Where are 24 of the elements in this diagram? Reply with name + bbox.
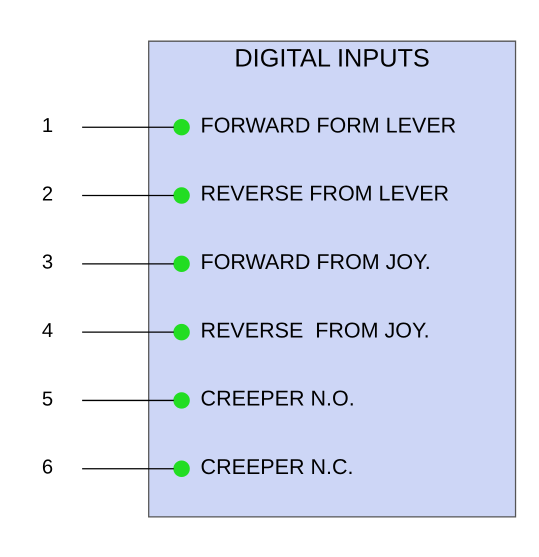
- node-text: 5: [42, 388, 54, 410]
- node-label: FORWARD FROM JOY.: [200, 250, 431, 274]
- connector: [82, 468, 174, 469]
- node-text: 3: [42, 251, 54, 274]
- node-label: REVERSE FROM LEVER: [200, 181, 450, 206]
- connector: [82, 331, 174, 332]
- node-circle: [173, 118, 190, 135]
- node-label: CREEPER N.C.: [200, 454, 354, 478]
- node-circle: [173, 460, 190, 476]
- node-text: 4: [42, 319, 54, 342]
- node-label: FORWARD FORM LEVER: [200, 112, 456, 137]
- connector: [82, 126, 174, 128]
- node-text: 6: [42, 456, 54, 478]
- node-text: 2: [42, 182, 54, 205]
- node-circle: [173, 323, 190, 340]
- connector: [82, 399, 174, 401]
- node-circle: [173, 255, 190, 272]
- node-label: REVERSE FROM JOY.: [200, 318, 430, 342]
- node-label: CREEPER N.O.: [200, 386, 355, 410]
- node-circle: [173, 392, 190, 408]
- node-circle: [173, 186, 190, 204]
- connector: [82, 194, 174, 196]
- connector: [82, 262, 174, 264]
- node-text: 1: [42, 114, 54, 137]
